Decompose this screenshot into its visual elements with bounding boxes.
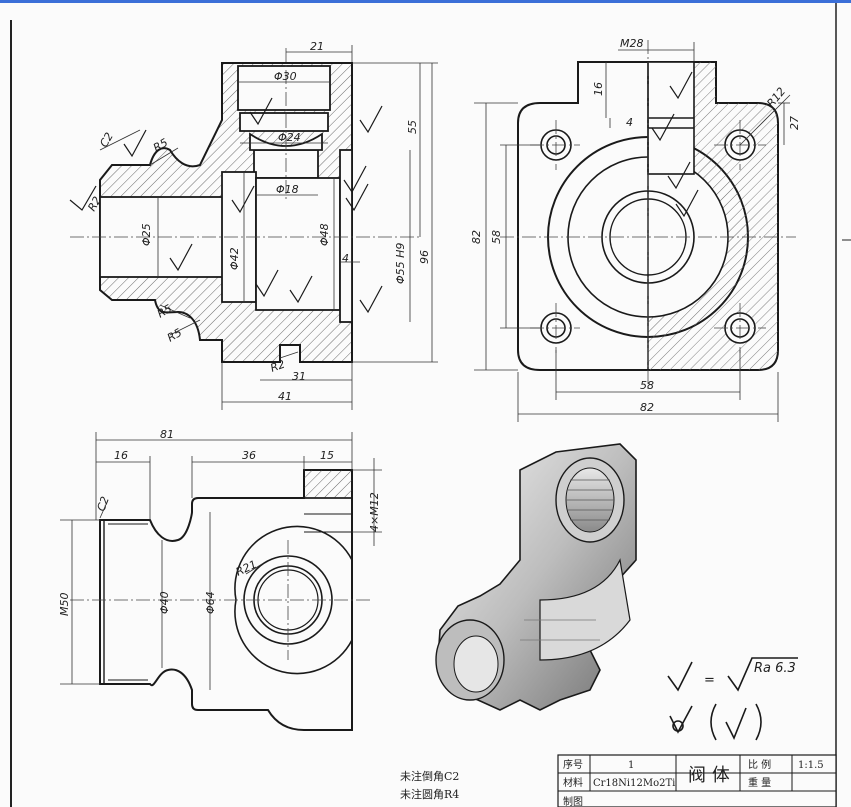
title-material-value: Cr18Ni12Mo2Ti bbox=[593, 778, 675, 789]
dim-r5-top: R5 bbox=[151, 136, 170, 155]
isometric-view bbox=[435, 443, 637, 711]
dim-phi18: Φ18 bbox=[276, 183, 299, 196]
dim-15: 15 bbox=[320, 449, 334, 462]
side-view: M28 16 4 R12 27 82 58 58 82 bbox=[470, 37, 801, 422]
top-view: 81 16 36 15 C2 M50 Φ40 Φ64 R21 4×M12 bbox=[58, 428, 382, 731]
notes: 未注倒角C2 未注圆角R4 bbox=[400, 769, 459, 801]
dim-phi40: Φ40 bbox=[158, 591, 171, 614]
dim-58-vertical: 58 bbox=[490, 230, 503, 244]
dim-phi64: Φ64 bbox=[204, 591, 217, 614]
dim-phi24: Φ24 bbox=[278, 131, 301, 144]
dim-c2-chamfer: C2 bbox=[97, 130, 116, 149]
dim-r21: R21 bbox=[234, 558, 259, 579]
dim-phi25: Φ25 bbox=[140, 223, 153, 246]
title-seq-label: 序号 bbox=[563, 758, 583, 771]
title-seq-value: 1 bbox=[628, 760, 634, 771]
roughness-symbols: = Ra 6.3 bbox=[667, 657, 798, 741]
dim-58-horizontal: 58 bbox=[640, 379, 654, 392]
dim-81: 81 bbox=[160, 428, 174, 441]
title-weight-label: 重 量 bbox=[748, 776, 771, 789]
dim-4: 4 bbox=[342, 252, 349, 265]
dim-27: 27 bbox=[788, 116, 801, 130]
title-part-name: 阀 体 bbox=[688, 765, 730, 786]
dim-36: 36 bbox=[242, 449, 256, 462]
dim-21: 21 bbox=[310, 40, 324, 53]
dim-82-horizontal: 82 bbox=[640, 401, 654, 414]
title-material-label: 材料 bbox=[563, 776, 583, 789]
dim-c2-top: C2 bbox=[95, 495, 112, 513]
title-drawn-label: 制图 bbox=[563, 795, 583, 807]
dim-55: 55 bbox=[406, 120, 419, 134]
dim-4xm12: 4×M12 bbox=[368, 492, 381, 532]
note-chamfer: 未注倒角C2 bbox=[400, 769, 459, 783]
dim-m50: M50 bbox=[58, 593, 71, 617]
dim-m28: M28 bbox=[620, 37, 644, 50]
window-top-border bbox=[0, 0, 851, 3]
dim-phi42: Φ42 bbox=[228, 247, 241, 270]
dim-r2: R2 bbox=[269, 358, 287, 375]
dim-82-vertical: 82 bbox=[470, 230, 483, 244]
roughness-equals: = bbox=[704, 673, 715, 688]
dim-phi55-h9: Φ55 H9 bbox=[394, 243, 407, 284]
sheet-frame bbox=[10, 3, 851, 807]
dim-r2-inner: R2 bbox=[85, 194, 104, 213]
roughness-check-icon bbox=[667, 657, 798, 741]
dim-phi48: Φ48 bbox=[318, 223, 331, 246]
dim-r5-mid: R5 bbox=[155, 302, 174, 321]
section-view: 21 Φ30 Φ24 Φ18 Φ25 Φ42 Φ48 Φ55 H9 C2 R5 … bbox=[69, 40, 438, 410]
dim-31: 31 bbox=[292, 370, 306, 383]
dim-r5-bottom: R5 bbox=[165, 326, 184, 345]
dim-16-top: 16 bbox=[114, 449, 128, 462]
dim-96: 96 bbox=[418, 250, 431, 264]
roughness-ra-value: Ra 6.3 bbox=[754, 661, 796, 676]
note-fillet: 未注圆角R4 bbox=[400, 787, 459, 801]
dim-41: 41 bbox=[278, 390, 292, 403]
title-scale-label: 比 例 bbox=[748, 758, 771, 771]
title-block: 序号 1 材料 Cr18Ni12Mo2Ti 阀 体 比 例 1:1.5 重 量 … bbox=[557, 754, 837, 807]
dim-phi30: Φ30 bbox=[274, 70, 297, 83]
title-scale-value: 1:1.5 bbox=[798, 760, 824, 771]
dim-4-side: 4 bbox=[626, 116, 633, 129]
dim-16: 16 bbox=[592, 82, 605, 96]
